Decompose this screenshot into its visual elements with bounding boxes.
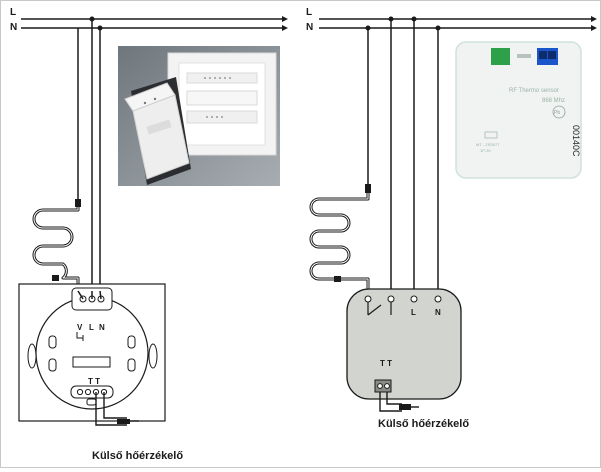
right-heating-cable [309,191,370,301]
left-thermostat-device: V L N T T [18,283,166,426]
rf-module-side-code: 00140C [571,125,581,157]
rf-module-pb-mark: Pb [554,110,560,116]
left-terminal-l: L [89,323,94,332]
left-diagram: L N [10,7,288,462]
right-thermostat-device: L N T T [346,288,462,412]
right-terminal-l: L [411,308,416,317]
rf-module-photo: RF Thermo sensor 868 Mhz Pb MT - ZR3077 … [455,41,582,179]
left-terminal-v: V [77,323,83,332]
right-diagram: L N [306,7,597,430]
left-line-label-l: L [10,7,16,18]
right-line-label-n: N [306,22,313,33]
right-power-lines [319,16,597,299]
right-sensor-terminals: T T [380,359,392,368]
thermostat-product-photo [118,46,280,186]
left-sensor-terminals: T T [88,377,100,386]
left-terminal-n: N [99,323,105,332]
right-line-label-l: L [306,7,312,18]
rf-module-frequency: 868 Mhz [542,98,565,104]
rf-module-title: RF Thermo sensor [509,88,559,94]
rf-module-model: MT - ZR3077 [476,142,500,147]
left-caption: Külső hőérzékelő [92,450,183,462]
rf-module-rating: 1P-30 [480,148,491,153]
right-caption: Külső hőérzékelő [378,418,469,430]
left-line-label-n: N [10,22,17,33]
right-terminal-n: N [435,308,441,317]
left-power-lines [21,16,288,291]
